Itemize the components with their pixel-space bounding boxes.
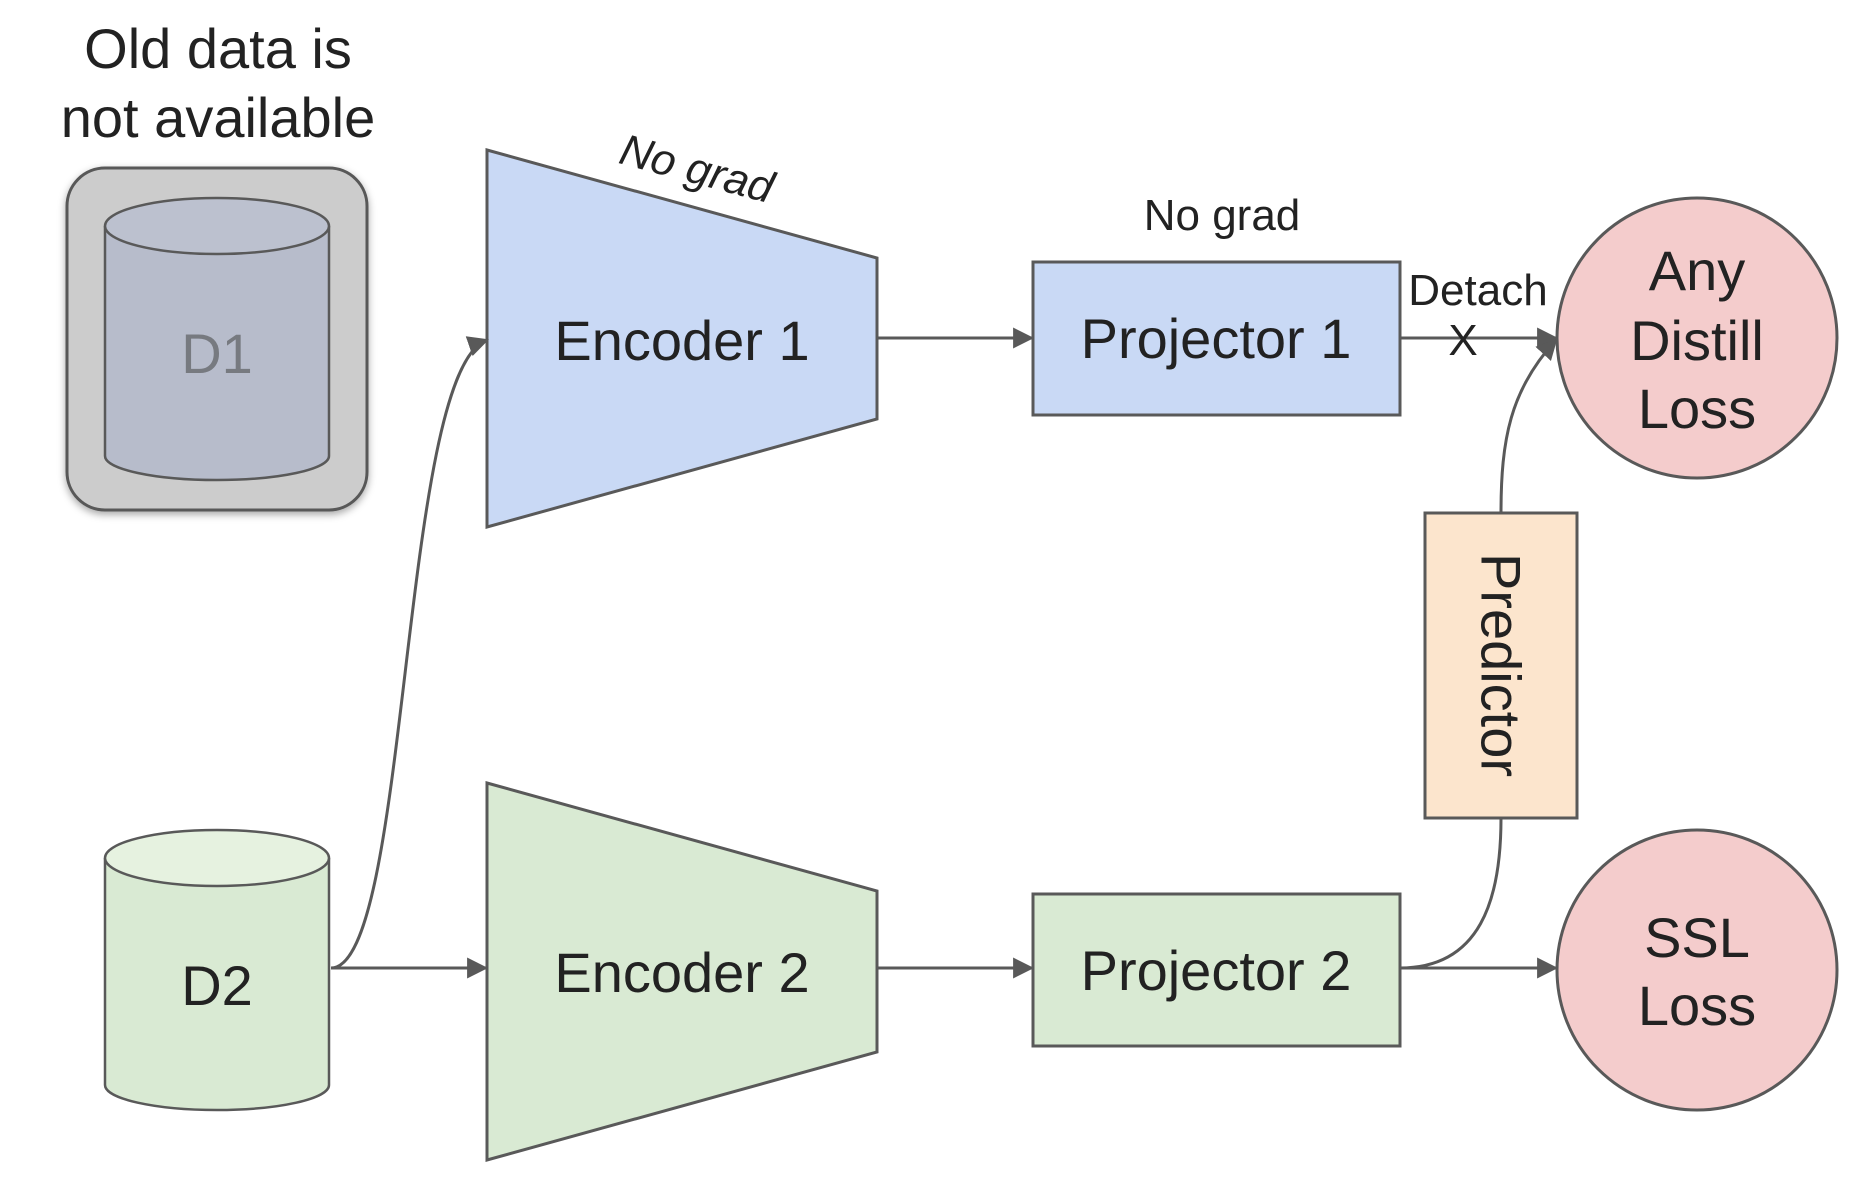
- cylinder-d2-top: [103, 828, 331, 888]
- projector-2-label: Projector 2: [1081, 939, 1352, 1002]
- distill-loss-line1: Any: [1649, 239, 1746, 302]
- ssl-loss-circle: [1555, 828, 1839, 1112]
- connector-projector2-to-predictor: [1399, 817, 1503, 970]
- old-data-note-line2: not available: [61, 86, 375, 149]
- ssl-loss-line2: Loss: [1638, 974, 1756, 1037]
- encoder-1-label: Encoder 1: [554, 309, 809, 372]
- distill-loss-line2: Distill: [1630, 309, 1764, 372]
- projector-2-box: [1031, 892, 1402, 1048]
- projector-1-note: No grad: [1144, 191, 1301, 240]
- cylinder-d1: [103, 226, 331, 482]
- cylinder-d1-top: [103, 196, 331, 256]
- predictor-box: [1423, 511, 1579, 820]
- arrow-d2-to-encoder1: [330, 336, 489, 970]
- dataset-d2: D2: [103, 828, 331, 1112]
- encoder-2-label: Encoder 2: [554, 941, 809, 1004]
- old-data-note-line1: Old data is: [84, 17, 352, 80]
- cylinder-d2: [103, 858, 331, 1112]
- encoder-2-shape: [485, 781, 879, 1162]
- encoder-1-shape: [485, 148, 879, 529]
- projector-1-label: Projector 1: [1081, 307, 1352, 370]
- detach-label: Detach: [1408, 266, 1547, 315]
- detach-mark: X: [1448, 316, 1477, 365]
- ssl-loss-line1: SSL: [1644, 906, 1750, 969]
- arrow-predictor-to-distill-loss: [1499, 338, 1558, 514]
- predictor-label: Predictor: [1470, 553, 1533, 777]
- distill-loss-line3: Loss: [1638, 377, 1756, 440]
- dataset-d2-label: D2: [181, 954, 253, 1017]
- dataset-d1-unavailable: D1: [65, 166, 369, 512]
- dataset-d1-label: D1: [181, 322, 253, 385]
